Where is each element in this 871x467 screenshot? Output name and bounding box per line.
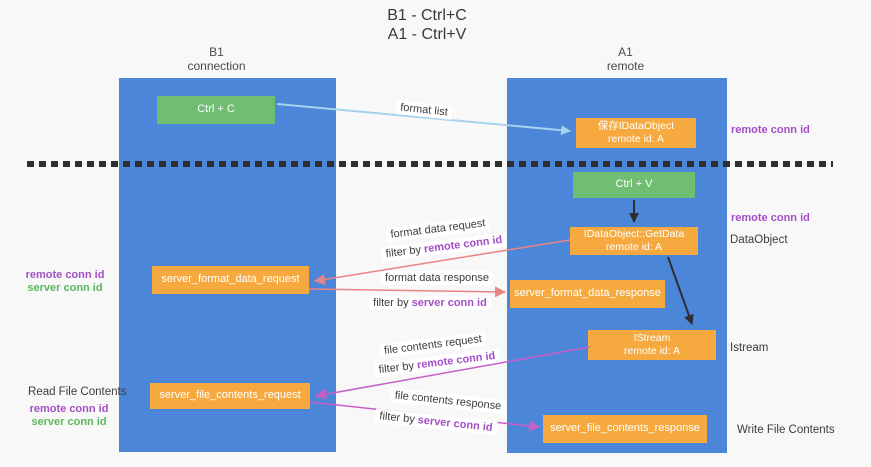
ctrl-c-label: Ctrl + C [197,103,235,116]
annotation-read-file-contents: Read File Contents [28,386,127,398]
filter-prefix: filter by [373,297,409,309]
istream-line1: IStream [633,331,671,344]
column-a1-name: A1 [618,45,633,59]
label-format-data-response: format data response [381,271,493,285]
istream-line2: remote id: A [623,345,681,357]
node-ctrl-v: Ctrl + V [573,172,695,198]
column-b1-subtitle: connection [187,59,246,73]
server-conn-id-label: server conn id [27,282,103,294]
node-idataobject-getdata: IDataObject::GetData remote id: A [570,227,698,255]
annotation-dataobject: DataObject [730,234,788,246]
column-a1-subtitle: remote [606,59,645,73]
remote-conn-id-label: remote conn id [29,403,109,415]
node-server-format-data-response: server_format_data_response [510,280,665,308]
filter-value-server-conn-id: server conn id [411,297,487,309]
node-server-file-contents-response: server_file_contents_response [543,415,707,443]
arrow-format-data-response [308,286,506,298]
column-header-b1: B1 connection [108,45,325,73]
annotation-remote-conn-id-mid: remote conn id [731,212,810,224]
label-file-contents-response: file contents response [390,388,506,414]
column-header-a1: A1 remote [517,45,734,73]
title-line-1: B1 - Ctrl+C [387,7,467,24]
getdata-line1: IDataObject::GetData [583,227,685,240]
filter-prefix: filter by [385,243,422,261]
server-format-data-request-label: server_format_data_request [161,273,300,286]
annotation-remote-conn-id-top: remote conn id [731,124,810,136]
save-idataobject-line2: remote id: A [607,133,665,145]
node-server-format-data-request: server_format_data_request [152,266,309,294]
annotation-istream: Istream [730,342,769,354]
node-istream: IStream remote id: A [588,330,716,360]
server-conn-id-label: server conn id [31,416,107,428]
save-idataobject-line1: 保存IDataObject [597,119,675,132]
node-save-idataobject: 保存IDataObject remote id: A [576,118,696,148]
filter-prefix: filter by [378,410,416,426]
annotation-left-top-conn-ids: remote conn id server conn id [20,269,110,295]
node-ctrl-c: Ctrl + C [157,96,275,124]
annotation-write-file-contents: Write File Contents [737,424,835,436]
filter-value-remote-conn-id: remote conn id [416,349,496,372]
filter-value-remote-conn-id: remote conn id [423,233,503,256]
server-file-contents-request-label: server_file_contents_request [159,389,301,402]
ctrl-v-label: Ctrl + V [615,178,653,191]
label-format-list: format list [395,100,453,120]
server-file-contents-response-label: server_file_contents_response [550,422,700,435]
getdata-line2: remote id: A [605,241,663,253]
filter-value-server-conn-id: server conn id [417,414,494,434]
page-title: B1 - Ctrl+C A1 - Ctrl+V [0,6,854,44]
remote-conn-id-label: remote conn id [25,269,105,281]
node-server-file-contents-request: server_file_contents_request [150,383,310,409]
server-format-data-response-label: server_format_data_response [514,287,661,300]
title-line-2: A1 - Ctrl+V [387,26,467,43]
filter-prefix: filter by [378,359,415,377]
annotation-left-bottom-conn-ids: remote conn id server conn id [24,403,114,429]
column-b1-name: B1 [209,45,224,59]
